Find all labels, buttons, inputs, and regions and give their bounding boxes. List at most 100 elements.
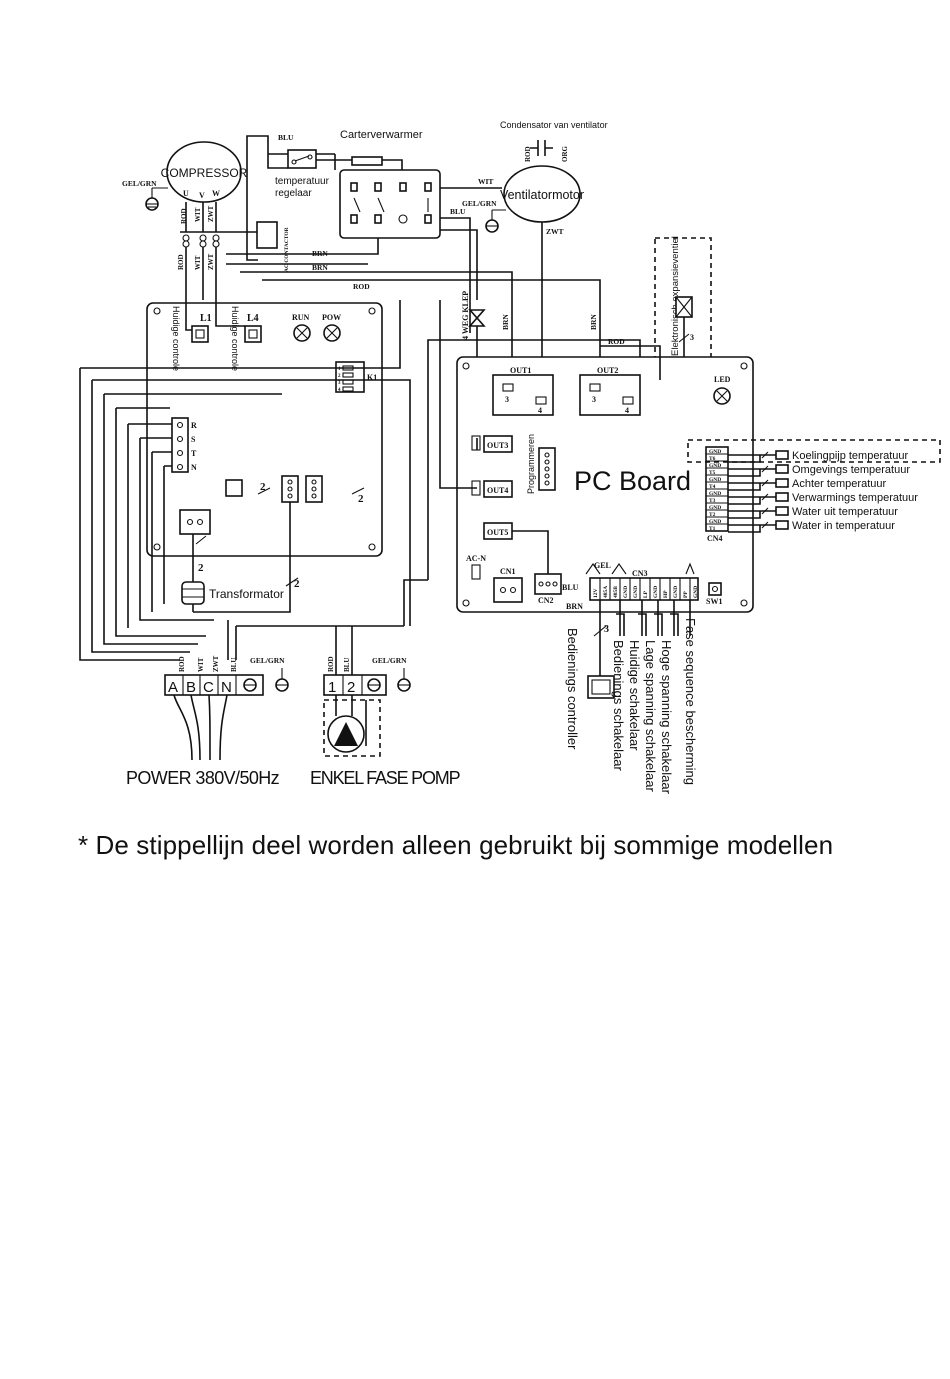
sensor-wire-tick	[761, 493, 769, 501]
out1-pin4: 4	[538, 406, 542, 415]
fan-capacitor-label: Condensator van ventilator	[500, 120, 608, 130]
transformer-label: Transformator	[209, 587, 284, 601]
k1-dip-switch	[335, 361, 365, 393]
cn3-label: CN3	[632, 569, 648, 578]
pow-label: POW	[322, 313, 341, 322]
pow-led-icon	[323, 324, 341, 342]
cn4-pin-label: T4	[709, 484, 716, 490]
sensor-wire-tick	[761, 479, 769, 487]
cn4-pin-label: GND	[709, 505, 721, 511]
cn3-pin-label: LP	[643, 590, 649, 598]
acn-label: AC-N	[466, 554, 486, 563]
cn2-brn-label: BRN	[566, 602, 583, 611]
sw1-label: SW1	[706, 597, 722, 606]
sensor-wire-tick	[761, 521, 769, 529]
temperature-sensor-icon	[775, 478, 789, 488]
current-control-1: Huidige controle	[171, 306, 181, 371]
sensor-wire	[728, 454, 776, 463]
cn3-pin-label: GND	[673, 586, 679, 598]
cn3-pin-label: HP	[663, 590, 669, 598]
cn1-connector	[493, 577, 523, 603]
sensor-wire	[728, 496, 776, 505]
cn3-pin-label: 12V	[593, 589, 599, 599]
current-control-2: Huidige controle	[230, 306, 240, 371]
control-board	[146, 302, 383, 557]
cn4-pin-label: T6	[709, 456, 716, 462]
cn3-pin-label: 485B	[613, 586, 619, 598]
rod-run: ROD	[353, 282, 370, 291]
switch-symbols	[585, 562, 695, 636]
out2-label: OUT2	[597, 366, 618, 375]
cn2-blu-label: BLU	[562, 583, 579, 592]
sensor-wire-tick	[761, 507, 769, 515]
fan-wire-zwt: ZWT	[546, 227, 564, 236]
fan-capacitor-org: ORG	[561, 146, 569, 163]
pump-icon	[327, 695, 367, 753]
count-2-d: 2	[294, 578, 300, 590]
mains-rod: ROD	[178, 656, 186, 672]
temperature-sensor-icon	[775, 464, 789, 474]
sensor-label: Water in temperatuur	[792, 520, 895, 532]
out2-pin4: 4	[625, 406, 629, 415]
rstn-t: T	[191, 449, 197, 458]
sensor-wire	[728, 468, 776, 477]
sensor-label: Omgevings temperatuur	[792, 464, 910, 476]
four-way-valve	[468, 309, 486, 327]
carter-heater-label: Carterverwarmer	[340, 129, 423, 141]
fan-ground-label: GEL/GRN	[462, 199, 497, 208]
out5-label: OUT5	[487, 528, 508, 537]
cn3-pin-label: GND	[653, 586, 659, 598]
out4-label: OUT4	[487, 486, 508, 495]
pump-caption: ENKEL FASE POMP	[310, 768, 461, 788]
switch-label: Huidige schakelaar	[627, 640, 642, 751]
pump-terminal-1: 1	[328, 679, 336, 696]
pump-terminal-2: 2	[347, 679, 355, 696]
sensor-label: Koelingpijp temperatuur	[792, 450, 909, 462]
power-terminal-ground-icon	[243, 678, 257, 692]
cn4-pin-label: GND	[709, 477, 721, 483]
temperature-sensor-icon	[775, 520, 789, 530]
out3-label: OUT3	[487, 441, 508, 450]
cn4-pin-label: GND	[709, 449, 721, 455]
l4-current-sensor	[244, 325, 262, 343]
out4-connector	[483, 480, 513, 498]
fan-wire-wit: WIT	[478, 177, 493, 186]
fan-capacitor	[530, 140, 553, 156]
cn1-label: CN1	[500, 567, 516, 576]
cn4-pin-label: T1	[709, 526, 716, 532]
compressor-ground-label: GEL/GRN	[122, 179, 157, 188]
carter-heater	[351, 156, 383, 166]
cn4-pin-label: GND	[709, 463, 721, 469]
gel-label: GEL	[594, 561, 611, 570]
pc-board-title: PC Board	[574, 466, 691, 496]
cn2-connector	[534, 573, 562, 595]
power-terminal-c: C	[203, 679, 214, 696]
cn3-pin-label: GND	[693, 586, 699, 598]
out2-pin3: 3	[592, 395, 596, 404]
power-terminal	[164, 674, 264, 696]
pump-external-ground-icon	[397, 668, 411, 692]
board-link-connector-2	[305, 475, 323, 503]
cn3-pin-label: GND	[623, 586, 629, 598]
temperature-sensor-icon	[775, 506, 789, 516]
out2-connector	[579, 374, 641, 416]
power-terminal-b: B	[186, 679, 196, 696]
cn4-pin-label: T2	[709, 512, 716, 518]
sw1-button	[708, 582, 722, 596]
ac-contactor: AC CONTACTOR	[256, 221, 290, 272]
transformer-icon	[181, 581, 205, 605]
count-2-b: 2	[358, 493, 364, 505]
compressor-lead-zwt: ZWT	[207, 205, 215, 222]
fan-capacitor-rod: ROD	[524, 146, 532, 162]
pump-terminal-ground-icon	[367, 678, 381, 692]
run-label: RUN	[292, 313, 310, 322]
programmeren-label: Programmeren	[526, 434, 536, 494]
compressor: COMPRESSOR U V W	[161, 141, 248, 203]
switch-label: Hoge spanning schakelaar	[659, 640, 674, 795]
compressor-w: W	[212, 189, 220, 198]
switch-label: Bedienings controller	[565, 628, 580, 750]
pump-ground-label: GEL/GRN	[372, 656, 407, 665]
fan-motor: Ventilatormotor	[500, 165, 584, 223]
power-external-ground-icon	[275, 668, 289, 692]
temperature-sensor-icon	[775, 492, 789, 502]
